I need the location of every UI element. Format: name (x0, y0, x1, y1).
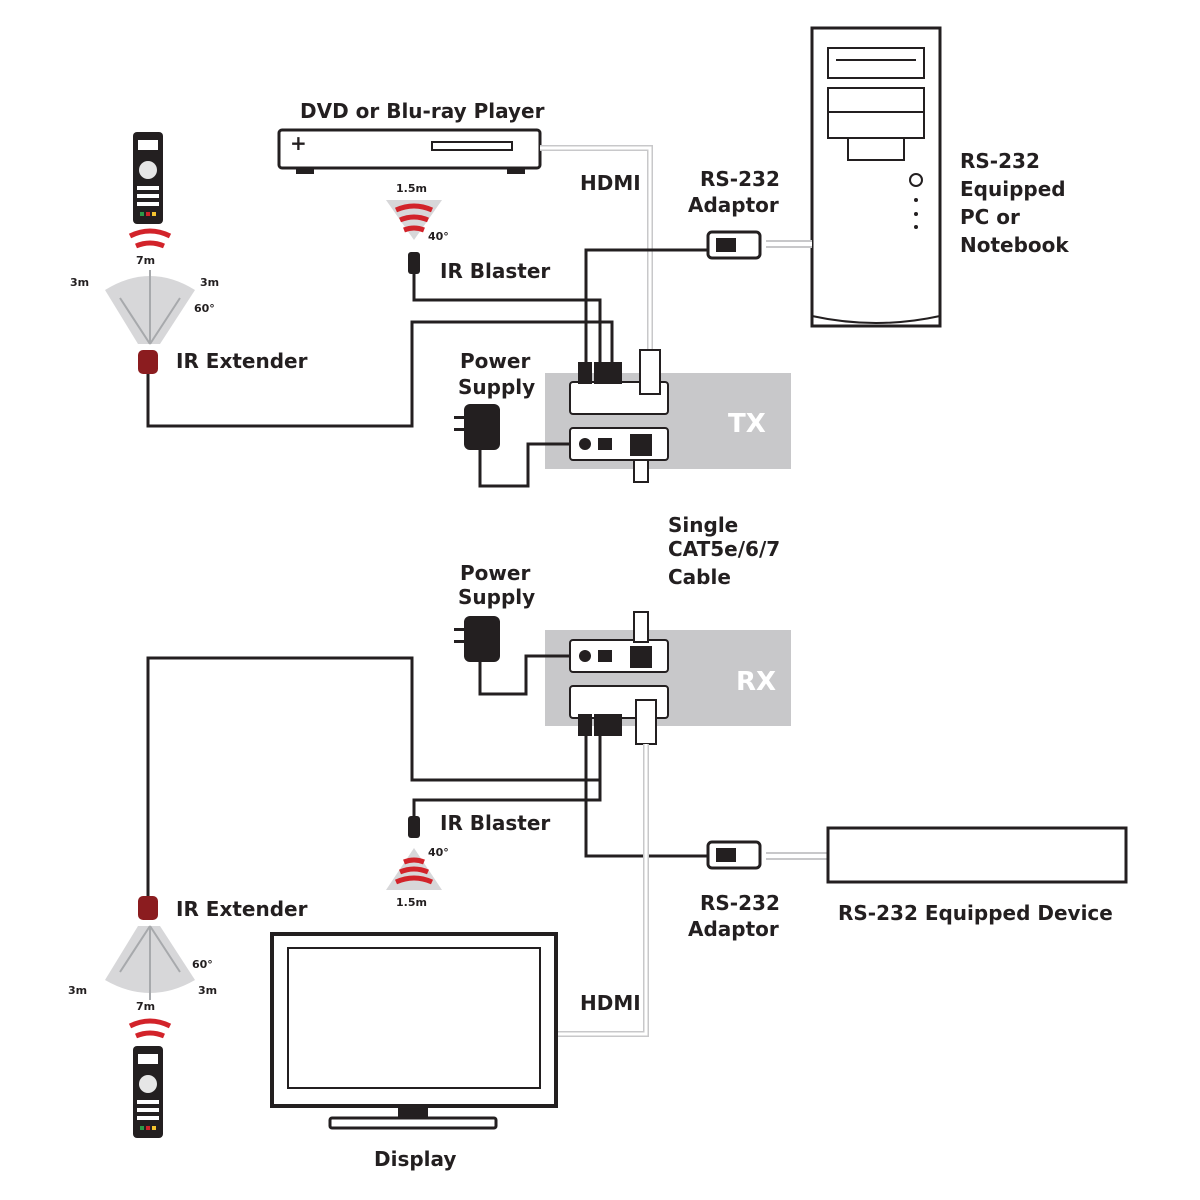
cable-label: Single CAT5e/6/7 Cable (668, 513, 780, 589)
hdmi-label-top: HDMI (580, 171, 641, 195)
ir-extender-bottom-fan (105, 925, 195, 1039)
tx-label: TX (728, 409, 766, 439)
svg-text:+: + (290, 131, 307, 155)
ir-blaster-bottom-label: IR Blaster (440, 811, 550, 835)
rs232-adaptor-bottom-label: RS-232 Adaptor (688, 891, 780, 941)
svg-text:60°: 60° (192, 958, 213, 971)
svg-text:Equipped: Equipped (960, 177, 1066, 201)
svg-text:RS-232: RS-232 (700, 891, 780, 915)
rx-label: RX (736, 667, 776, 697)
display-label: Display (374, 1147, 456, 1171)
svg-text:Adaptor: Adaptor (688, 917, 779, 941)
ir-extender-top-fan (105, 228, 195, 345)
svg-text:Power: Power (460, 349, 530, 373)
display-monitor (270, 932, 558, 1130)
ir-extender-bottom-label: IR Extender (176, 897, 308, 921)
svg-text:7m: 7m (136, 1000, 155, 1013)
svg-text:3m: 3m (70, 276, 89, 289)
svg-text:Single: Single (668, 513, 738, 537)
ir-extender-top (138, 350, 158, 374)
svg-text:RS-232: RS-232 (700, 167, 780, 191)
svg-text:Notebook: Notebook (960, 233, 1069, 257)
pc-label: RS-232 Equipped PC or Notebook (960, 149, 1069, 257)
svg-text:Power: Power (460, 561, 530, 585)
svg-text:3m: 3m (198, 984, 217, 997)
svg-text:PC or: PC or (960, 205, 1020, 229)
ir-blaster-top-label: IR Blaster (440, 259, 550, 283)
svg-text:1.5m: 1.5m (396, 896, 427, 909)
rs232-device-label: RS-232 Equipped Device (838, 901, 1113, 925)
svg-text:3m: 3m (68, 984, 87, 997)
ir-extender-top-label: IR Extender (176, 349, 308, 373)
rs232-adaptor-top-label: RS-232 Adaptor (688, 167, 780, 217)
svg-text:7m: 7m (136, 254, 155, 267)
ir-blaster-top (386, 200, 442, 274)
svg-text:60°: 60° (194, 302, 215, 315)
svg-text:Supply: Supply (458, 585, 535, 609)
ir-blaster-bottom (386, 816, 442, 890)
svg-text:CAT5e/6/7: CAT5e/6/7 (668, 537, 780, 561)
rs232-device (826, 826, 1128, 884)
svg-text:3m: 3m (200, 276, 219, 289)
ir-extender-bottom (138, 896, 158, 920)
svg-text:Supply: Supply (458, 375, 535, 399)
power-supply-top-label: Power Supply (458, 349, 535, 399)
blaster-top-range: 1.5m (396, 182, 427, 195)
svg-text:Adaptor: Adaptor (688, 193, 779, 217)
svg-text:RS-232: RS-232 (960, 149, 1040, 173)
svg-text:Cable: Cable (668, 565, 731, 589)
power-supply-bottom-label: Power Supply (458, 561, 535, 609)
blaster-top-angle: 40° (428, 230, 449, 243)
svg-text:40°: 40° (428, 846, 449, 859)
hdmi-label-bottom: HDMI (580, 991, 641, 1015)
dvd-label: DVD or Blu-ray Player (300, 99, 545, 123)
